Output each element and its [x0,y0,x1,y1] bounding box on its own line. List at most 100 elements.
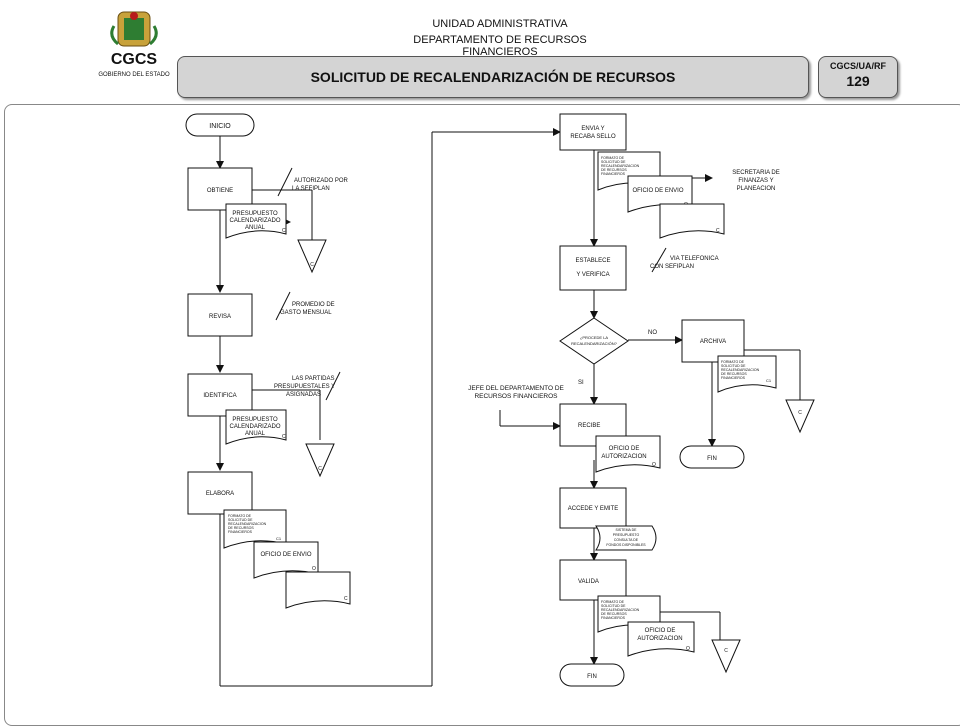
oficio1-copy: O [312,566,316,572]
doc2-copy: C [282,434,286,440]
formato1-l5: FINANCIEROS [228,530,253,534]
process-identifica-label: IDENTIFICA [203,393,236,399]
jefe-l2: RECURSOS FINANCIEROS [474,393,558,400]
document-oficio-autorizacion-1 [595,435,661,473]
note-via-2: CON SEFIPLAN [650,264,694,270]
copy2-label: C [716,228,720,234]
formato4-l4: DE RECURSOS [601,612,627,616]
formato1-l1: FORMATO DE [228,514,252,518]
process-envia-l1: ENVIA Y [581,126,604,132]
archive1-label: C [310,262,314,268]
doc1-line1: PRESUPUESTO [232,211,278,217]
sistema-l2: PRESUPUESTO [613,533,640,537]
archive3-label: C [798,410,802,416]
page-title: SOLICITUD DE RECALENDARIZACIÓN DE RECURS… [177,56,809,98]
decision-no-label: NO [648,330,657,336]
formato2-l2: SOLICITUD DE [601,160,626,164]
end-terminator-2 [559,663,625,687]
formato4-l2: SOLICITUD DE [601,604,626,608]
decision-l1: ¿PROCEDE LA [580,335,609,340]
doc2-line3: ANUAL [245,431,266,437]
formato1-l2: SOLICITUD DE [228,518,253,522]
secretaria-l1: SECRETARIA DE [732,170,780,176]
formato2-l4: DE RECURSOS [601,168,627,172]
sistema-l1: SISTEMA DE [615,528,637,532]
process-establece [559,245,627,291]
note-partidas-2: PRESUPUESTALES Y [274,384,335,390]
process-obtiene-label: OBTIENE [207,188,233,194]
process-establece-l1: ESTABLECE [576,258,611,264]
government-logo: CGCS GOBIERNO DEL ESTADO [94,6,174,84]
ofaut1-l2: AUTORIZACION [601,454,646,460]
process-recibe-label: RECIBE [578,423,600,429]
note-promedio-1: PROMEDIO DE [292,302,335,308]
process-valida [559,559,627,601]
archive-triangle-4 [711,639,741,674]
formato1-l4: DE RECURSOS [228,526,254,530]
decision-l2: RECALENDARIZACIÓN? [571,341,618,346]
process-elabora [187,471,253,515]
oficio2-label: OFICIO DE ENVIO [632,188,683,194]
ofaut1-copy: O [652,462,656,468]
note-partidas-1: LAS PARTIDAS [292,376,334,382]
process-valida-label: VALIDA [578,579,599,585]
archive2-label: C [318,466,322,472]
document-oficio-autorizacion-2 [627,621,695,657]
formato3-l4: DE RECURSOS [721,372,747,376]
copy1-label: C [344,596,348,602]
secretaria-l3: PLANEACION [737,186,776,192]
note-autorizado-2: LA SEFIPLAN [292,186,330,192]
header-unit: UNIDAD ADMINISTRATIVA [432,18,568,30]
start-label: INICIO [209,123,231,130]
formato3-l2: SOLICITUD DE [721,364,746,368]
logo-text: CGCS [111,51,158,68]
archive-triangle-2 [305,443,335,478]
oficio1-label: OFICIO DE ENVIO [260,552,311,558]
ofaut1-l1: OFICIO DE [609,446,640,452]
jefe-l1: JEFE DEL DEPARTAMENTO DE [468,385,564,392]
document-code-box: CGCS/UA/RF 129 [818,56,898,98]
process-revisa-label: REVISA [209,314,231,320]
sistema-l3: CONSULTA DE [614,538,639,542]
secretaria-l2: FINANZAS Y [738,178,773,184]
decision-procede [559,317,629,365]
start-terminator [185,113,255,137]
note-promedio-2: GASTO MENSUAL [280,310,332,316]
document-presupuesto-2 [225,409,287,445]
document-code: CGCS/UA/RF [830,61,886,71]
stored-data-sistema [595,525,657,551]
process-envia [559,113,627,151]
note-via-1: VIA TELEFONICA [670,256,719,262]
formato2-l1: FORMATO DE [601,156,625,160]
formato2-l5: FINANCIEROS [601,172,626,176]
end-terminator-1 [679,445,745,469]
document-presupuesto-1 [225,203,287,239]
header-department: DEPARTAMENTO DE RECURSOS FINANCIEROS [413,34,587,58]
formato4-l1: FORMATO DE [601,600,625,604]
document-formato-3 [717,355,777,393]
archive-triangle-3 [785,399,815,434]
formato1-copy: C1 [276,536,282,541]
formato3-l5: FINANCIEROS [721,376,746,380]
end1-label: FIN [707,456,717,462]
decision-si-label: SI [578,380,584,386]
process-envia-l2: RECABA SELLO [570,134,616,140]
archive4-label: C [724,648,728,654]
page-number: 129 [846,73,870,89]
formato3-l3: RECALENDARIZACION [721,368,760,372]
ofaut2-l2: AUTORIZACION [637,636,682,642]
formato2-l3: RECALENDARIZACION [601,164,640,168]
process-accede [559,487,627,529]
process-accede-label: ACCEDE Y EMITE [568,506,618,512]
ofaut2-copy: O [686,646,690,652]
formato3-l1: FORMATO DE [721,360,745,364]
formato4-l3: RECALENDARIZACION [601,608,640,612]
archive-triangle-1 [297,239,327,274]
ofaut2-l1: OFICIO DE [645,628,676,634]
end2-label: FIN [587,674,597,680]
doc1-line2: CALENDARIZADO [229,218,280,224]
doc2-line1: PRESUPUESTO [232,417,278,423]
process-obtiene [187,167,253,211]
process-archiva-label: ARCHIVA [700,339,726,345]
sistema-l4: FONDOS DISPONIBLES [606,543,646,547]
